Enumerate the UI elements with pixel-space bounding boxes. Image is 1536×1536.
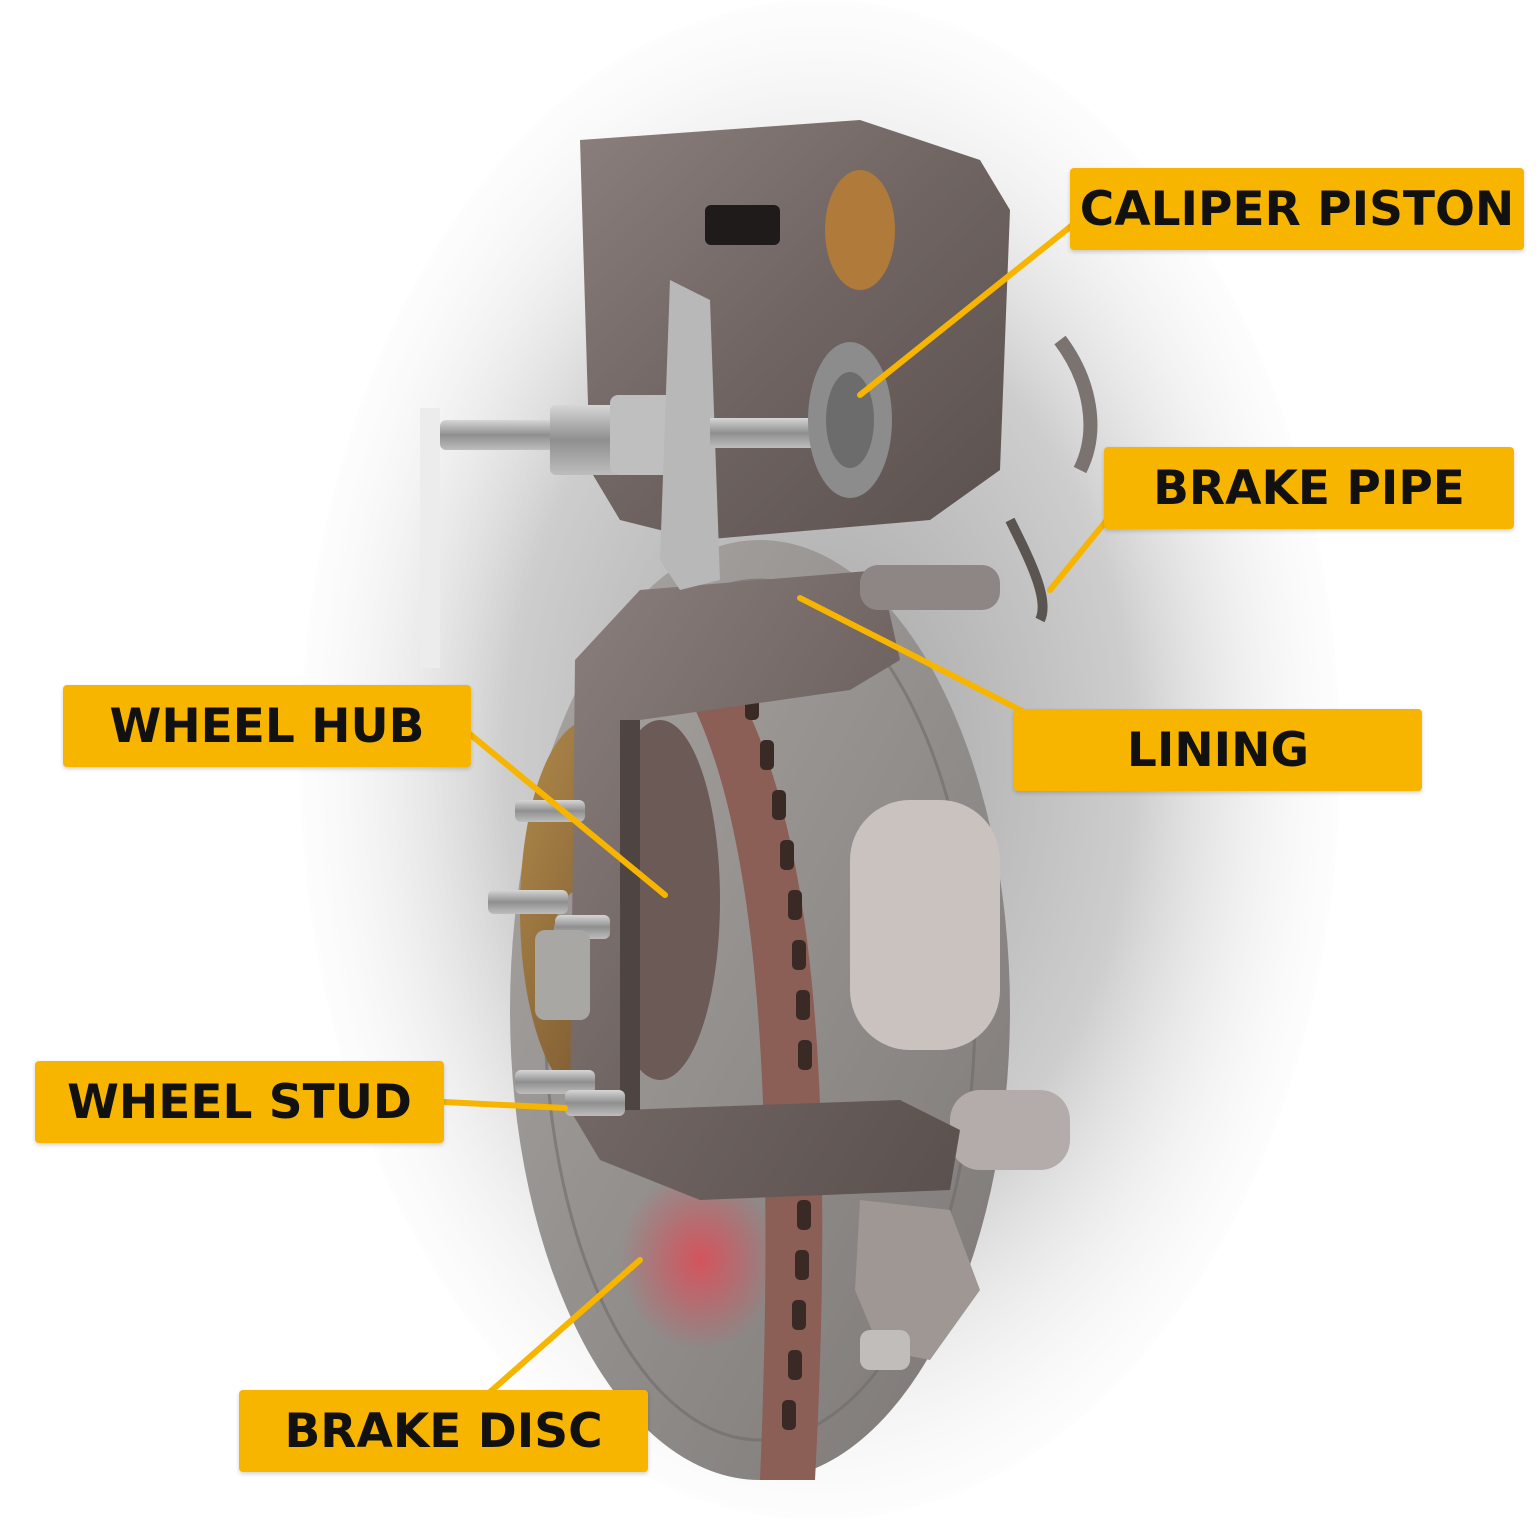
leader-line-caliper-piston <box>857 212 1088 398</box>
label-lining: LINING <box>1014 709 1422 791</box>
leader-line-brake-disc <box>487 1257 643 1395</box>
label-brake-disc: BRAKE DISC <box>239 1390 648 1472</box>
caliper-carrier-graphic <box>570 570 960 1200</box>
label-wheel-stud: WHEEL STUD <box>35 1061 444 1143</box>
lining-graphic <box>860 565 1000 610</box>
drive-shaft-graphic <box>850 800 1070 1170</box>
piston-tool-graphic <box>420 280 892 668</box>
label-brake-pipe: BRAKE PIPE <box>1104 447 1514 529</box>
leader-line-wheel-stud <box>441 1099 568 1111</box>
knuckle-graphic <box>855 1200 980 1370</box>
label-caliper-piston: CALIPER PISTON <box>1070 168 1524 250</box>
leader-line-wheel-hub <box>457 723 668 898</box>
brake-hose-graphic <box>1005 335 1098 623</box>
rotor-vent-graphic <box>660 640 823 1480</box>
leader-line-lining <box>797 595 1033 718</box>
label-wheel-hub: WHEEL HUB <box>63 685 471 767</box>
